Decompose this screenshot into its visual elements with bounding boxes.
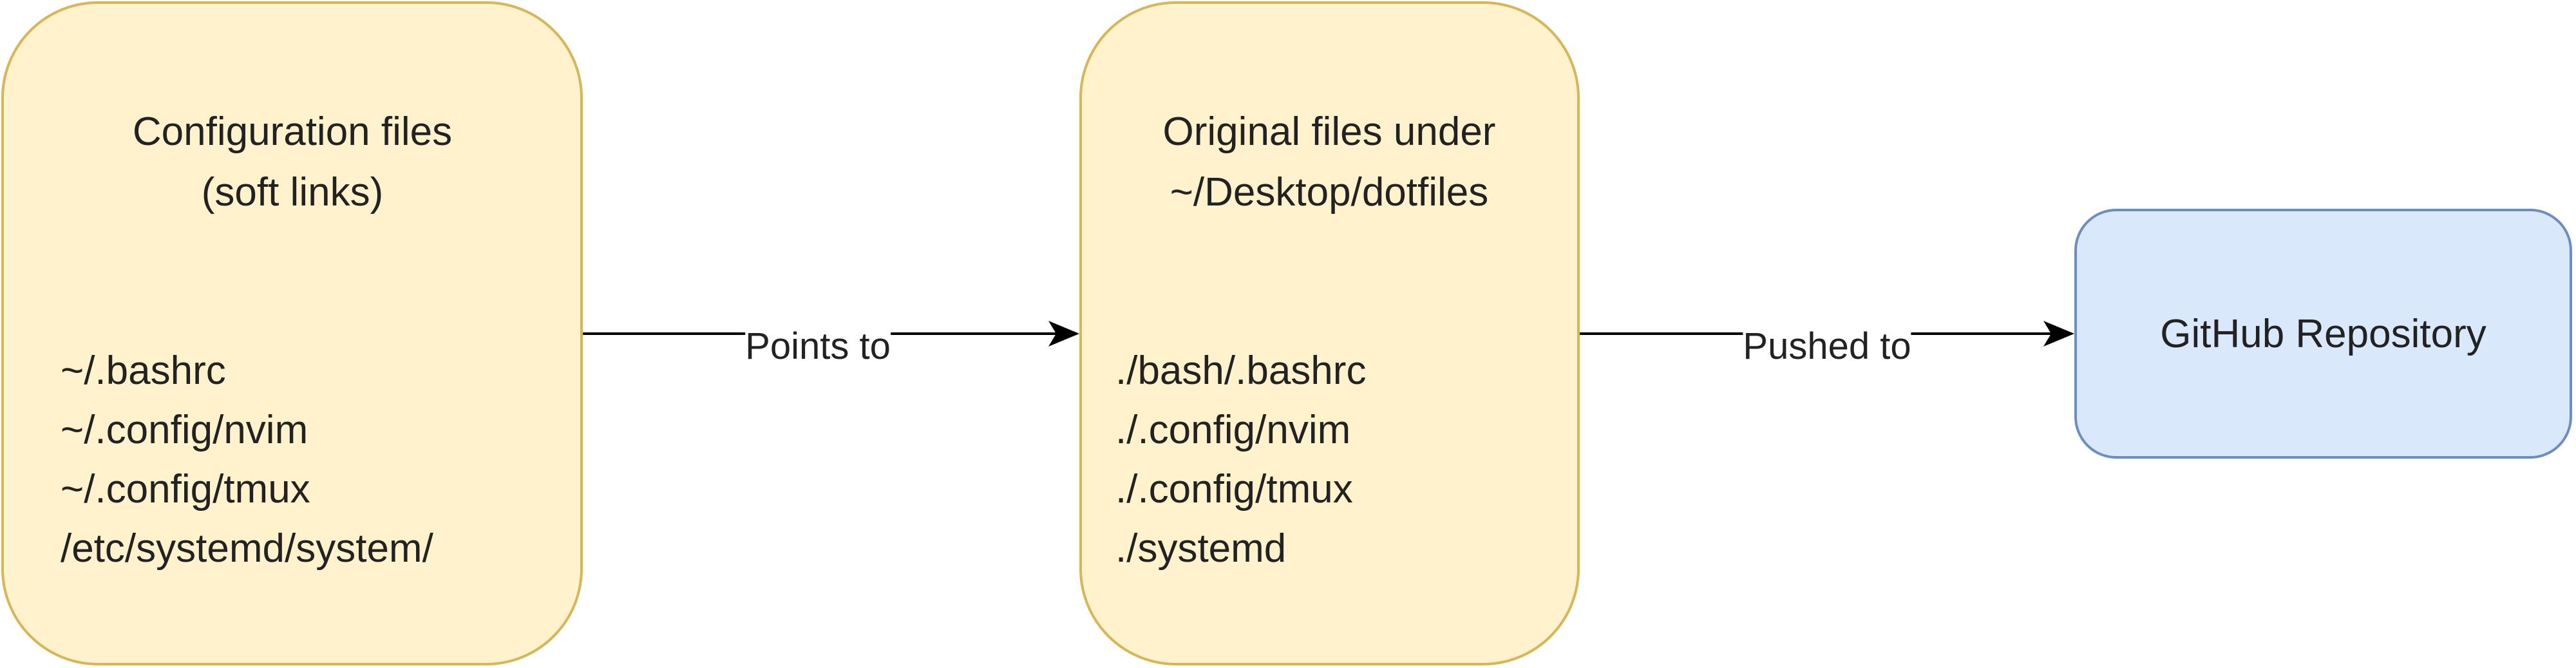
list-item: ./bash/.bashrc [1115,348,1367,393]
original-files-list: ./bash/.bashrc ./.config/nvim ./.config/… [1115,341,1366,578]
original-files-title: Original files under ~/Desktop/dotfiles [1162,110,1496,215]
list-item: ~/.config/tmux [61,467,310,511]
config-files-title: Configuration files (soft links) [132,110,453,215]
github-repository-label: GitHub Repository [2160,311,2486,356]
list-item: ./.config/tmux [1115,467,1353,511]
list-item: ./systemd [1115,526,1287,571]
config-files-list: ~/.bashrc ~/.config/nvim ~/.config/tmux … [61,341,433,578]
list-item: ~/.bashrc [61,348,226,393]
edge-label-points-to: Points to [745,325,891,368]
list-item: ~/.config/nvim [61,408,308,452]
original-files-node[interactable] [1079,1,1580,665]
list-item: /etc/systemd/system/ [61,526,433,571]
list-item: ./.config/nvim [1115,408,1351,452]
edge-label-pushed-to: Pushed to [1743,325,1911,368]
config-files-node[interactable] [1,1,583,665]
github-repository-node[interactable]: GitHub Repository [2074,209,2572,459]
